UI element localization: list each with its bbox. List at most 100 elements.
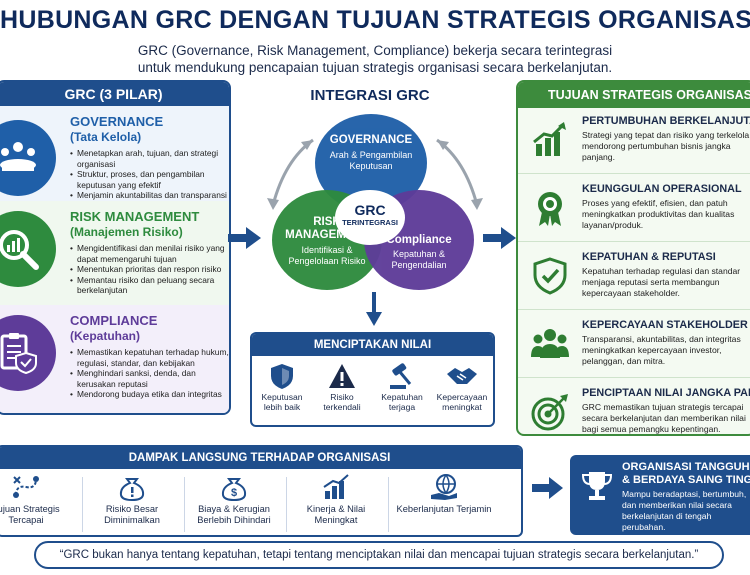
globe-hand-icon: [431, 474, 457, 500]
venn-compliance-text: Kepatuhan & Pengendalian: [391, 249, 447, 270]
subtitle-line-2: untuk mendukung pencapaian tujuan strate…: [137, 60, 613, 75]
medal-icon: [538, 192, 562, 226]
bar-chart-icon: [323, 474, 349, 499]
dampak-label: Kinerja & Nilai Meningkat: [306, 504, 366, 525]
warning-icon: [329, 364, 355, 388]
list-item: Menghindari sanksi, denda, dan kerusakan…: [70, 368, 229, 389]
dampak-panel: DAMPAK LANGSUNG TERHADAP ORGANISASI Tuju…: [0, 445, 523, 537]
magnifier-chart-icon: [0, 211, 56, 287]
shield-check-icon: [533, 257, 567, 295]
dampak-item: $ Biaya & Kerugian Berlebih Dihindari: [184, 473, 284, 526]
nilai-label: Kepatuhan terjaga: [381, 392, 423, 412]
goal-text: Proses yang efektif, efisien, dan patuh …: [582, 198, 735, 230]
pillar-governance-points: Menetapkan arah, tujuan, dan strategi or…: [70, 148, 229, 201]
pillar-risk-management: RISK MANAGEMENT (Manajemen Risiko) Mengi…: [0, 201, 229, 305]
pillar-compliance-subtitle: (Kepatuhan): [70, 329, 140, 343]
menciptakan-nilai-panel: MENCIPTAKAN NILAI Keputusan lebih baik R…: [250, 332, 495, 427]
goal-text: Transparansi, akuntabilitas, dan integri…: [582, 334, 741, 366]
tangguh-text: Mampu beradaptasi, bertumbuh, dan member…: [622, 489, 747, 532]
pillar-governance-title: GOVERNANCE: [70, 114, 164, 129]
goal-title: KEPATUHAN & REPUTASI: [582, 251, 716, 263]
list-item: Mengidentifikasi dan menilai risiko yang…: [70, 243, 229, 264]
subtitle-line-1: GRC (Governance, Risk Management, Compli…: [137, 43, 613, 58]
arrow-down-icon: [366, 292, 382, 326]
checklist-shield-icon: [0, 315, 56, 391]
page-title: HUBUNGAN GRC DENGAN TUJUAN STRATEGIS ORG…: [0, 6, 750, 34]
divider: [388, 477, 389, 532]
gavel-icon: [390, 363, 412, 389]
list-item: Menentukan prioritas dan respon risiko: [70, 264, 229, 275]
goal-text: Strategi yang tepat dan risiko yang terk…: [582, 130, 750, 162]
pillar-risk-points: Mengidentifikasi dan menilai risiko yang…: [70, 243, 229, 296]
list-item: Mendorong budaya etika dan integritas: [70, 389, 229, 400]
dampak-item: Keberlanjutan Terjamin: [394, 473, 494, 515]
goal-title: PENCIPTAAN NILAI JANGKA PANJANG: [582, 387, 750, 399]
venn-compliance-title: Compliance: [386, 234, 452, 246]
list-item: Struktur, proses, dan pengambilan keputu…: [70, 169, 229, 190]
route-icon: [13, 476, 39, 498]
dampak-item: Risiko Besar Diminimalkan: [82, 473, 182, 526]
pillar-governance: GOVERNANCE (Tata Kelola) Menetapkan arah…: [0, 106, 229, 201]
page-subtitle: GRC (Governance, Risk Management, Compli…: [60, 42, 690, 76]
organisasi-tangguh-box: ORGANISASI TANGGUH & BERDAYA SAING TINGG…: [570, 455, 750, 535]
nilai-item: Kepercayaan meningkat: [432, 362, 492, 412]
goal-text: Kepatuhan terhadap regulasi dan standar …: [582, 266, 741, 298]
growth-chart-icon: [533, 122, 566, 156]
grc-pillars-title: GRC (3 PILAR): [0, 82, 229, 106]
meeting-icon: [0, 120, 56, 196]
money-bag-warning-icon: [119, 478, 145, 502]
pillar-compliance-points: Memastikan kepatuhan terhadap hukum, reg…: [70, 347, 229, 400]
grc-core-line2: TERINTEGRASI: [342, 218, 398, 227]
goal-text: GRC memastikan tujuan strategis tercapai…: [582, 402, 746, 434]
goal-item: KEPERCAYAAN STAKEHOLDER Transparansi, ak…: [518, 314, 750, 378]
target-icon: [531, 394, 568, 431]
divider: [184, 477, 185, 532]
dampak-item: Tujuan Strategis Tercapai: [0, 473, 76, 526]
tangguh-title: ORGANISASI TANGGUH & BERDAYA SAING TINGG…: [622, 461, 750, 487]
goal-title: KEPERCAYAAN STAKEHOLDER: [582, 319, 748, 331]
shield-icon: [271, 364, 293, 389]
nilai-item: Kepatuhan terjaga: [372, 362, 432, 412]
menciptakan-nilai-title: MENCIPTAKAN NILAI: [252, 334, 493, 356]
divider: [286, 477, 287, 532]
arrow-right-icon: [532, 477, 563, 499]
trophy-icon: [581, 472, 613, 500]
closing-quote: “GRC bukan hanya tentang kepatuhan, teta…: [34, 541, 724, 569]
nilai-item: Keputusan lebih baik: [252, 362, 312, 412]
pillar-risk-title: RISK MANAGEMENT: [70, 209, 200, 224]
goal-title: PERTUMBUHAN BERKELANJUTAN: [582, 115, 750, 127]
divider: [82, 477, 83, 532]
grc-core: GRC TERINTEGRASI: [335, 190, 405, 245]
tujuan-strategis-title: TUJUAN STRATEGIS ORGANISASI: [518, 82, 750, 108]
pillar-governance-subtitle: (Tata Kelola): [70, 130, 142, 144]
tangguh-title-line2: & BERDAYA SAING TINGGI: [622, 474, 750, 486]
venn-risk-text: Identifikasi & Pengelolaan Risiko: [288, 245, 366, 266]
svg-text:$: $: [231, 487, 237, 499]
list-item: Memantau risiko dan peluang secara berke…: [70, 275, 229, 296]
grc-pillars-panel: GRC (3 PILAR) GOVERNANCE (Tata Kelola) M…: [0, 80, 231, 415]
cycle-arrows-icon: [267, 138, 483, 210]
goal-title: KEUNGGULAN OPERASIONAL: [582, 183, 742, 195]
goal-item: PENCIPTAAN NILAI JANGKA PANJANG GRC mema…: [518, 382, 750, 434]
nilai-label: Kepercayaan meningkat: [436, 392, 488, 412]
people-icon: [531, 329, 569, 358]
dampak-title: DAMPAK LANGSUNG TERHADAP ORGANISASI: [0, 447, 521, 469]
nilai-label: Risiko terkendali: [323, 392, 361, 412]
money-bag-icon: $: [221, 478, 247, 502]
pillar-compliance-title: COMPLIANCE: [70, 313, 158, 328]
list-item: Menetapkan arah, tujuan, dan strategi or…: [70, 148, 229, 169]
goal-item: KEPATUHAN & REPUTASI Kepatuhan terhadap …: [518, 246, 750, 310]
list-item: Menjamin akuntabilitas dan transparansi: [70, 190, 229, 201]
nilai-item: Risiko terkendali: [312, 362, 372, 412]
pillar-compliance: COMPLIANCE (Kepatuhan) Memastikan kepatu…: [0, 305, 229, 413]
tangguh-title-line1: ORGANISASI TANGGUH: [622, 461, 750, 473]
venn-governance-title: GOVERNANCE: [329, 134, 413, 146]
dampak-label: Risiko Besar Diminimalkan: [104, 504, 160, 525]
list-item: Memastikan kepatuhan terhadap hukum, reg…: [70, 347, 229, 368]
grc-core-line1: GRC: [354, 202, 386, 218]
dampak-item: Kinerja & Nilai Meningkat: [286, 473, 386, 526]
arrow-right-icon: [228, 227, 261, 249]
goal-item: KEUNGGULAN OPERASIONAL Proses yang efekt…: [518, 178, 750, 242]
venn-governance-text: Arah & Pengambilan Keputusan: [329, 150, 413, 171]
nilai-label: Keputusan lebih baik: [261, 392, 303, 412]
